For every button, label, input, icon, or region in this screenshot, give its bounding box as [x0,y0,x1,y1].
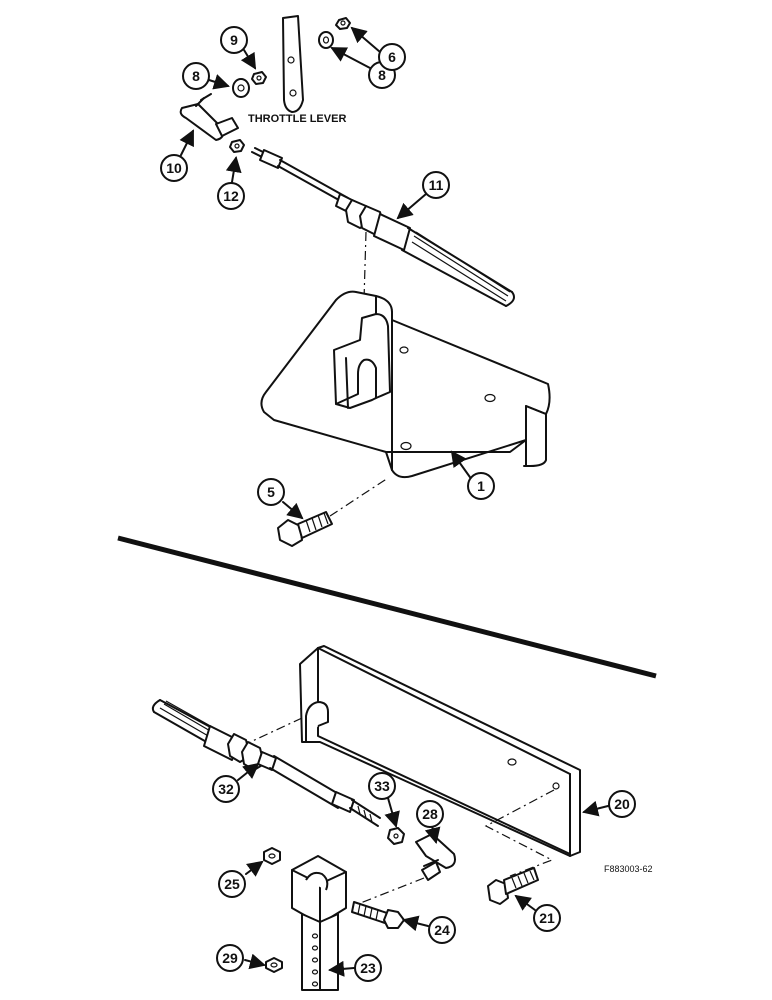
svg-text:29: 29 [222,950,238,966]
throttle-cable-upper [251,147,515,307]
svg-text:21: 21 [539,910,555,926]
throttle-lever-label: THROTTLE LEVER [248,113,346,125]
throttle-lever [282,15,304,113]
callout-1: 1 [467,472,495,500]
callout-11: 11 [422,171,450,199]
callout-23: 23 [354,954,382,982]
nut-25 [263,847,281,865]
callout-32: 32 [212,775,240,803]
nut-33 [387,827,405,845]
washer-8-left [232,78,250,98]
washer-8-right [318,31,334,49]
ball-joint-10 [179,93,239,141]
callout-5: 5 [257,478,285,506]
callout-25: 25 [218,870,246,898]
callout-20: 20 [608,790,636,818]
bolt-21 [487,867,539,905]
svg-text:24: 24 [434,922,450,938]
alignment-line-ball-joint-28 [357,877,425,905]
svg-text:9: 9 [230,32,238,48]
callout-24: 24 [428,916,456,944]
callout-21: 21 [533,904,561,932]
figure-code: F883003-62 [604,864,653,874]
svg-text:33: 33 [374,778,390,794]
nut-29 [265,957,283,973]
svg-text:25: 25 [224,876,240,892]
svg-text:20: 20 [614,796,630,812]
svg-text:32: 32 [218,781,234,797]
svg-text:1: 1 [477,478,485,494]
callout-28: 28 [416,800,444,828]
bracket-1 [260,290,551,479]
callout-33: 33 [368,772,396,800]
bolt-5 [277,511,333,547]
callout-9: 9 [220,26,248,54]
callout-6: 6 [378,43,406,71]
svg-text:8: 8 [378,67,386,83]
svg-text:28: 28 [422,806,438,822]
callout-29: 29 [216,944,244,972]
callout-8-left: 8 [182,62,210,90]
callout-12: 12 [217,182,245,210]
svg-text:8: 8 [192,68,200,84]
alignment-line-bracket-20 [245,717,303,745]
callout-10: 10 [160,154,188,182]
nut-9 [251,71,267,85]
alignment-line-bolt-5 [329,477,389,517]
svg-text:10: 10 [166,160,182,176]
svg-text:23: 23 [360,960,376,976]
alignment-line-bolt-21 [484,789,555,877]
nut-12 [229,139,245,153]
svg-text:5: 5 [267,484,275,500]
bolt-24 [351,901,405,929]
svg-text:12: 12 [223,188,239,204]
section-divider [117,535,657,679]
alignment-line-upper [363,231,367,301]
bracket-20 [299,645,581,857]
svg-text:11: 11 [429,177,444,193]
nut-6 [335,17,351,30]
svg-text:6: 6 [388,49,396,65]
leader-lines [179,26,609,977]
